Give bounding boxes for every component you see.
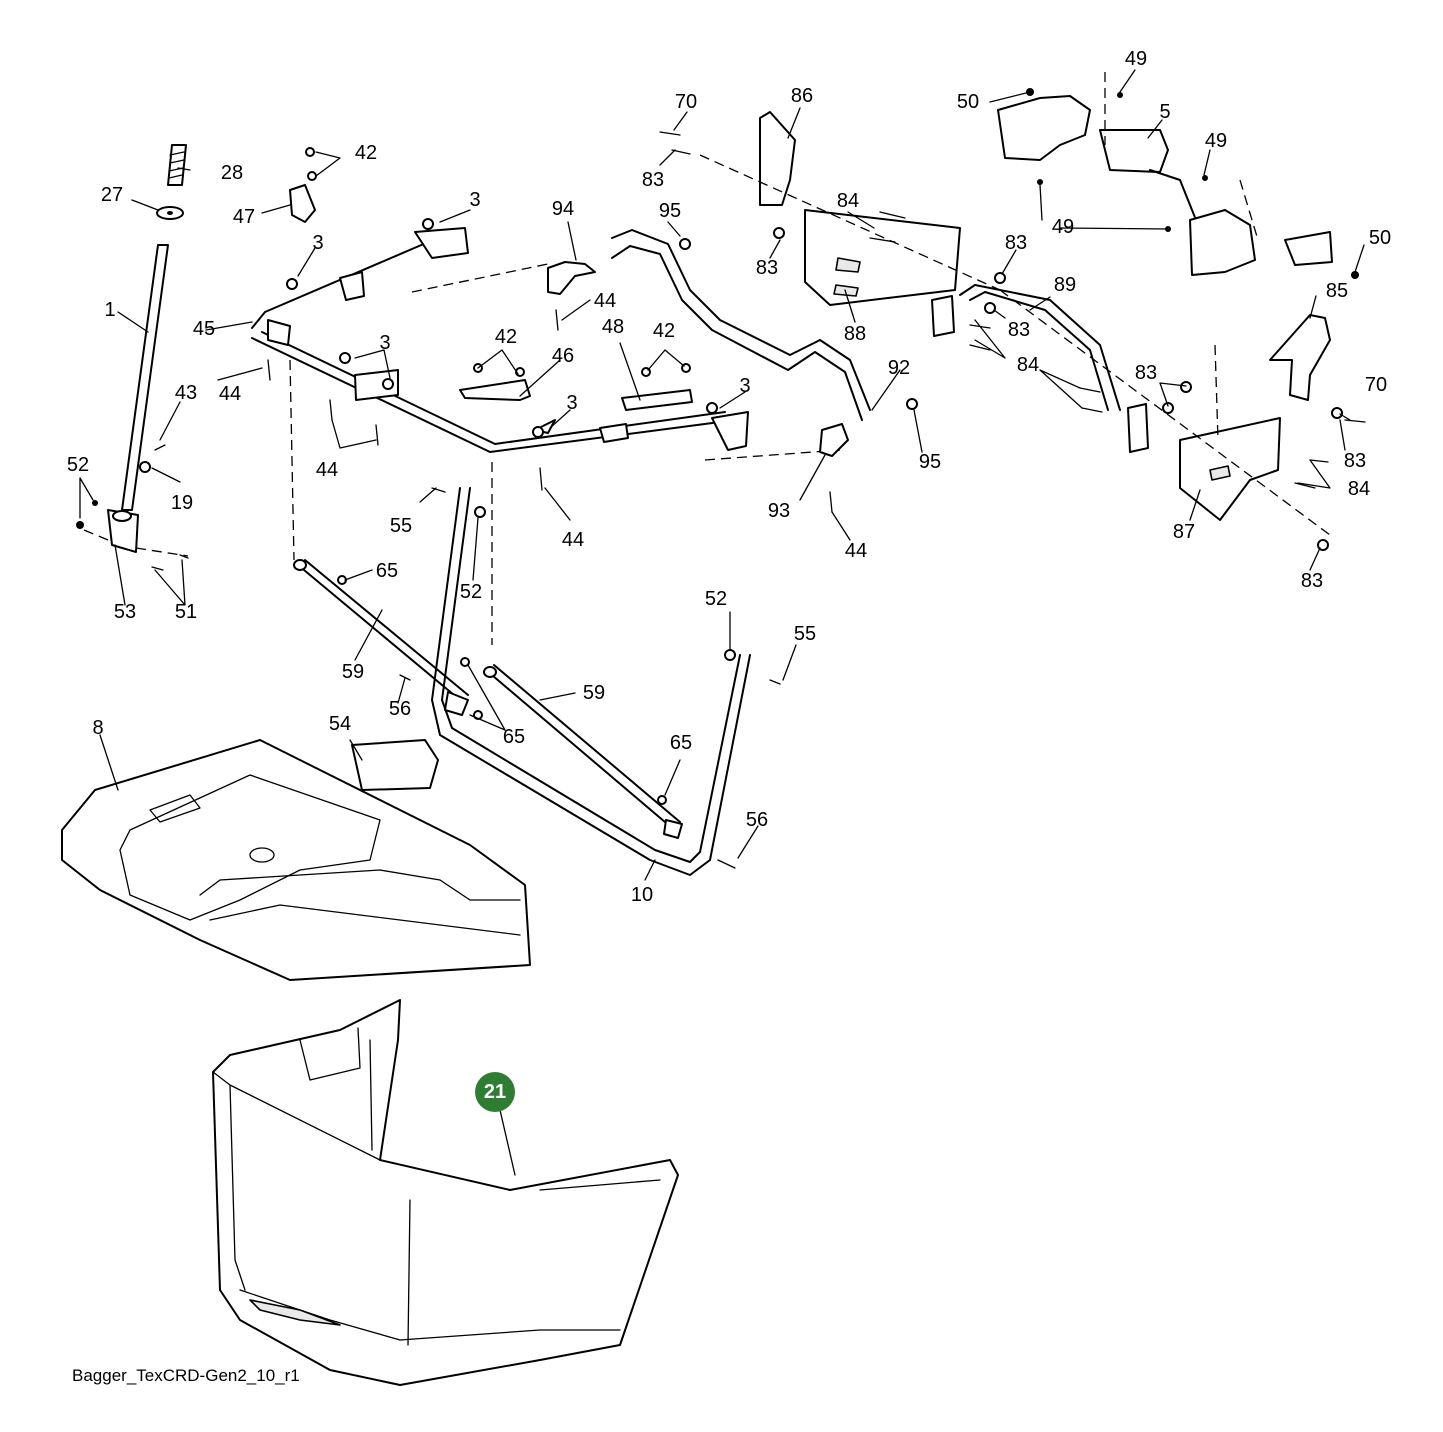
callout-c83a: 83 <box>641 169 665 191</box>
callout-c47: 47 <box>232 206 256 228</box>
callout-c83g: 83 <box>1300 570 1324 592</box>
callout-c95a: 95 <box>658 200 682 222</box>
callout-c56b: 56 <box>745 809 769 831</box>
callout-c45: 45 <box>192 318 216 340</box>
callout-c59b: 59 <box>582 682 606 704</box>
callout-c3b: 3 <box>312 232 324 254</box>
callout-c5: 5 <box>1159 101 1171 123</box>
callout-c42c: 42 <box>652 320 676 342</box>
callout-c53: 53 <box>113 601 137 623</box>
callout-c42a: 42 <box>354 142 378 164</box>
callout-c54: 54 <box>328 713 352 735</box>
callout-c8: 8 <box>92 717 104 739</box>
callout-c49a: 49 <box>1124 48 1148 70</box>
callout-c28: 28 <box>220 162 244 184</box>
lift-rod-assembly <box>76 144 189 571</box>
callout-c83c: 83 <box>1004 232 1028 254</box>
hardware <box>267 147 833 805</box>
callout-c49c: 49 <box>1051 216 1075 238</box>
callout-c44a: 44 <box>593 290 617 312</box>
callout-c59a: 59 <box>341 661 365 683</box>
grass-bag <box>212 999 679 1386</box>
bag-top-cover <box>61 739 531 981</box>
callout-c3e: 3 <box>566 392 578 414</box>
callout-c19: 19 <box>170 492 194 514</box>
callout-c1: 1 <box>104 299 116 321</box>
callout-c92: 92 <box>887 357 911 379</box>
callout-c56a: 56 <box>388 698 412 720</box>
callout-c50b: 50 <box>1368 227 1392 249</box>
callout-c94: 94 <box>551 198 575 220</box>
callout-c70b: 70 <box>1364 374 1388 396</box>
callout-c52c: 52 <box>704 588 728 610</box>
right-linkage <box>659 72 1366 551</box>
callout-c42b: 42 <box>494 326 518 348</box>
callout-c50a: 50 <box>956 91 980 113</box>
callout-c88: 88 <box>843 323 867 345</box>
callout-c44d: 44 <box>561 529 585 551</box>
callout-c51: 51 <box>174 601 198 623</box>
callout-c65b: 65 <box>502 726 526 748</box>
callout-c3a: 3 <box>469 189 481 211</box>
callout-c10: 10 <box>630 884 654 906</box>
callout-c83d: 83 <box>1007 319 1031 341</box>
callout-c89: 89 <box>1053 274 1077 296</box>
callout-c93: 93 <box>767 500 791 522</box>
callout-c44c: 44 <box>315 459 339 481</box>
main-frame <box>251 227 841 645</box>
callout-c70a: 70 <box>674 91 698 113</box>
callout-c84c: 84 <box>1347 478 1371 500</box>
callout-c44e: 44 <box>844 540 868 562</box>
callout-c65a: 65 <box>375 560 399 582</box>
drawing-caption: Bagger_TexCRD-Gen2_10_r1 <box>72 1366 300 1385</box>
callout-c55a: 55 <box>389 515 413 537</box>
callout-c83e: 83 <box>1134 362 1158 384</box>
callout-c44b: 44 <box>218 383 242 405</box>
callout-c46: 46 <box>551 345 575 367</box>
highlight-badge[interactable]: 21 <box>475 1072 515 1112</box>
callout-c84a: 84 <box>836 190 860 212</box>
leader-lines <box>79 69 1365 1176</box>
bag-frame <box>293 487 781 876</box>
callout-c43: 43 <box>174 382 198 404</box>
callout-c87: 87 <box>1172 521 1196 543</box>
callout-c86: 86 <box>790 85 814 107</box>
callout-c3d: 3 <box>739 375 751 397</box>
callout-c3c: 3 <box>379 332 391 354</box>
callout-c85: 85 <box>1325 280 1349 302</box>
callout-c52a: 52 <box>66 454 90 476</box>
callout-c65c: 65 <box>669 732 693 754</box>
hanger-rails <box>547 229 918 457</box>
callout-c55b: 55 <box>793 623 817 645</box>
callout-c83b: 83 <box>755 257 779 279</box>
callout-c95b: 95 <box>918 451 942 473</box>
callout-c83f: 83 <box>1343 450 1367 472</box>
callout-c84b: 84 <box>1016 354 1040 376</box>
callout-c48: 48 <box>601 316 625 338</box>
callout-c52b: 52 <box>459 581 483 603</box>
callout-c27: 27 <box>100 184 124 206</box>
callout-c49b: 49 <box>1204 130 1228 152</box>
